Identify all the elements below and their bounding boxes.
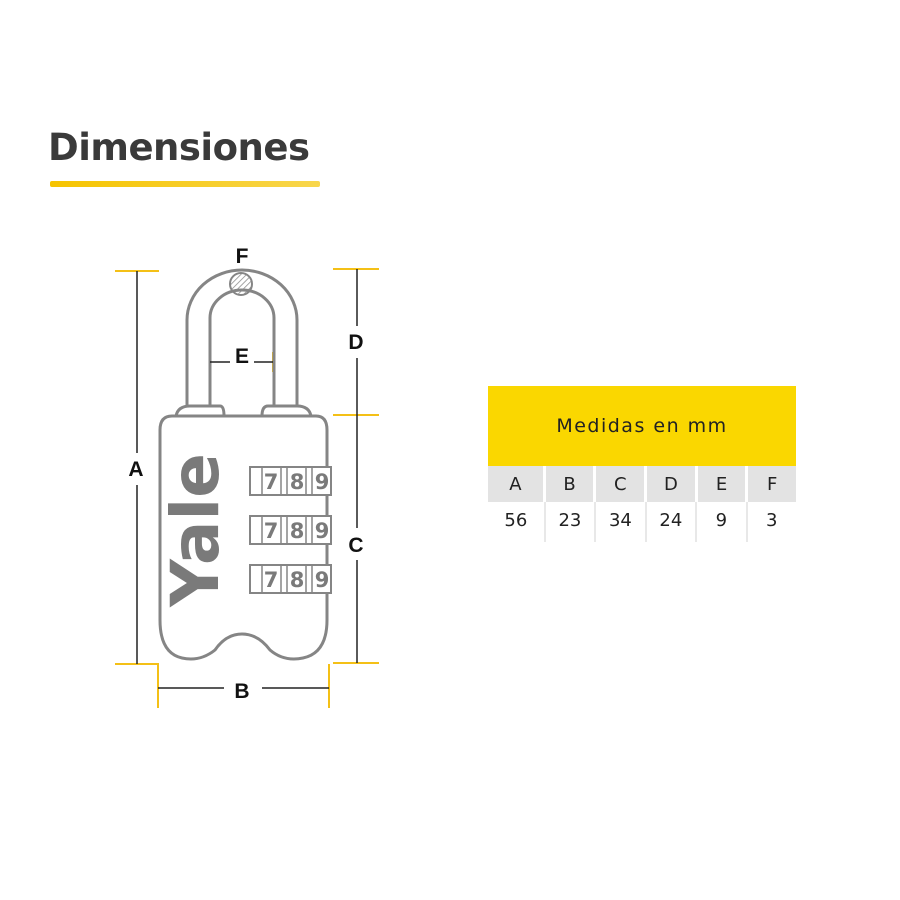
table-header-row: A B C D E F — [488, 466, 796, 502]
padlock-shackle — [185, 268, 299, 412]
column-header-f: F — [745, 466, 796, 502]
table-header: Medidas en mm — [488, 386, 796, 466]
dial-digit: 7 — [264, 568, 279, 592]
dial-digit: 8 — [290, 470, 305, 494]
dial-digit: 7 — [264, 519, 279, 543]
combination-dials: 7 8 9 7 8 9 7 8 9 — [249, 466, 332, 594]
dim-label-b: B — [234, 680, 249, 703]
dial-digit: 7 — [264, 470, 279, 494]
dial-row-1: 7 8 9 — [249, 466, 332, 496]
column-header-c: C — [593, 466, 645, 502]
dimensions-table: Medidas en mm A B C D E F 56 23 34 24 9 … — [488, 386, 796, 542]
dial-row-2: 7 8 9 — [249, 515, 332, 545]
value-cell-c: 34 — [594, 502, 644, 542]
value-cell-f: 3 — [745, 502, 796, 542]
title-underline — [50, 181, 320, 187]
dial-row-3: 7 8 9 — [249, 564, 332, 594]
dial-digit: 9 — [315, 470, 330, 494]
column-header-b: B — [542, 466, 594, 502]
column-header-a: A — [488, 466, 543, 502]
dial-digit: 9 — [315, 519, 330, 543]
table-row: 56 23 34 24 9 3 — [488, 502, 796, 542]
dim-label-c: C — [348, 534, 363, 557]
dim-label-a: A — [128, 458, 143, 481]
column-header-d: D — [644, 466, 695, 502]
value-cell-e: 9 — [695, 502, 745, 542]
dim-label-d: D — [348, 331, 363, 354]
dial-digit: 9 — [315, 568, 330, 592]
dimension-lines — [136, 269, 358, 689]
dial-digit: 8 — [290, 519, 305, 543]
page-title: Dimensiones — [48, 126, 310, 169]
dim-label-e: E — [235, 345, 249, 368]
value-cell-d: 24 — [644, 502, 695, 542]
column-header-e: E — [694, 466, 746, 502]
value-cell-b: 23 — [543, 502, 594, 542]
dim-label-f: F — [236, 245, 249, 268]
dial-digit: 8 — [290, 568, 305, 592]
value-cell-a: 56 — [504, 510, 528, 531]
brand-logo: Yale — [157, 453, 234, 608]
shackle-cross-section — [229, 272, 253, 296]
